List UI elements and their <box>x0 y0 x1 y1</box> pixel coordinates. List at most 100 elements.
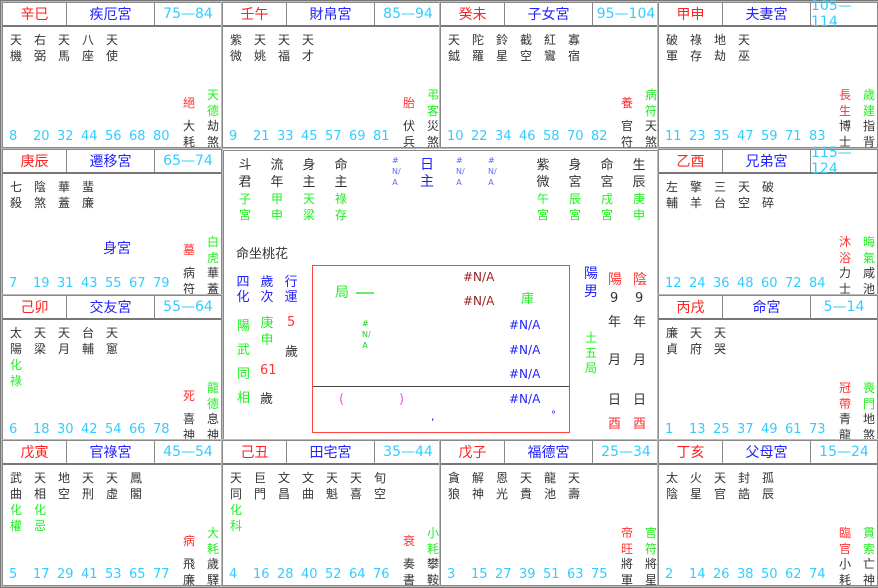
minor-limit-age: 28 <box>277 567 294 582</box>
star: 祿存 <box>689 33 702 63</box>
minor-limit-age: 65 <box>129 567 146 582</box>
info-value: 甲申 <box>270 192 283 222</box>
spirit-star: 晦氣 <box>862 235 875 265</box>
star: 天相 <box>33 471 46 501</box>
palace-stem: 辛巳 <box>3 3 67 25</box>
star: 天刑 <box>81 471 94 501</box>
star: 紫微 <box>229 33 242 63</box>
star: 天使 <box>105 33 118 63</box>
info-value: 祿存 <box>334 192 347 222</box>
star: 天巫 <box>737 33 750 63</box>
minor-limit-age: 43 <box>81 276 98 291</box>
minor-limit-age: 23 <box>689 129 706 144</box>
star: 天府 <box>689 326 702 356</box>
minor-limit-age: 36 <box>713 276 730 291</box>
star-transform: 化忌 <box>33 503 46 533</box>
minor-limit-age: 50 <box>761 567 778 582</box>
star: 八座 <box>81 33 94 63</box>
minor-limit-age: 11 <box>665 129 682 144</box>
minor-limit-age: 63 <box>567 567 584 582</box>
calendar-hour: 酉 <box>608 417 622 432</box>
minor-limit-age: 69 <box>349 129 366 144</box>
star: 天機 <box>9 33 22 63</box>
minor-limit-age: 26 <box>713 567 730 582</box>
star: 華蓋 <box>57 180 70 210</box>
star: 巨門 <box>253 471 266 501</box>
minor-limit-age: 84 <box>809 276 826 291</box>
calendar-hour: 酉 <box>633 417 647 432</box>
spirit-star: 白虎 <box>206 235 219 265</box>
calendar-ri: 日 <box>633 393 647 408</box>
changsheng-stage: 病 <box>182 534 195 548</box>
star: 龍池 <box>543 471 556 501</box>
start-age: 5 <box>287 315 296 330</box>
na-value: #N/A <box>509 392 541 406</box>
minor-limit-age: 18 <box>33 422 50 437</box>
minor-limit-age: 12 <box>665 276 682 291</box>
info-label: 身主 <box>302 158 316 190</box>
minor-limit-age: 2 <box>665 567 674 582</box>
minor-limit-age: 13 <box>689 422 706 437</box>
minor-limit-age: 19 <box>33 276 50 291</box>
star: 天才 <box>301 33 314 63</box>
divider <box>313 386 569 387</box>
star: 天鉞 <box>447 33 460 63</box>
palace-age-range: 75—84 <box>163 6 213 22</box>
star: 陰煞 <box>33 180 46 210</box>
star: 天月 <box>57 326 70 356</box>
calendar-yue: 月 <box>608 353 622 368</box>
spirit-star: 貫索 <box>862 526 875 556</box>
spirit-star: 病符 <box>644 88 657 118</box>
star: 截空 <box>519 33 532 63</box>
minor-limit-age: 21 <box>253 129 270 144</box>
minor-limit-age: 73 <box>809 422 826 437</box>
palace-age-range: 35—44 <box>383 444 433 460</box>
spirit-star: 官符 <box>644 526 657 556</box>
minor-limit-age: 80 <box>153 129 170 144</box>
palace-stem: 乙酉 <box>659 150 723 172</box>
palace-name: 子女宮 <box>505 3 593 25</box>
boshi-star: 將軍 <box>620 557 633 587</box>
minor-limit-age: 77 <box>153 567 170 582</box>
minor-limit-age: 46 <box>519 129 536 144</box>
paren-open: ( <box>339 392 345 407</box>
minor-limit-age: 31 <box>57 276 74 291</box>
minor-limit-age: 17 <box>33 567 50 582</box>
peach-blossom-note: 命坐桃花 <box>236 247 289 262</box>
minor-limit-age: 78 <box>153 422 170 437</box>
star: 孤辰 <box>761 471 774 501</box>
star-transform: 化祿 <box>9 358 22 388</box>
suijian-star: 歲驛 <box>206 557 219 587</box>
info-label: 斗君 <box>238 158 252 190</box>
minor-limit-age: 32 <box>57 129 74 144</box>
gender: 陽男 <box>584 266 598 300</box>
boshi-star: 伏兵 <box>402 119 415 149</box>
star: 寡宿 <box>567 33 580 63</box>
info-value: 庚申 <box>632 192 645 222</box>
xingyun-label: 行運 <box>284 275 298 305</box>
body-palace-mark: 身宮 <box>103 241 131 257</box>
suijian-star: 將星 <box>644 557 657 587</box>
comma: , <box>431 410 435 423</box>
sihua-star: 相 <box>237 391 251 406</box>
star: 封誥 <box>737 471 750 501</box>
palace-name: 財帛宮 <box>287 3 375 25</box>
star: 地劫 <box>713 33 726 63</box>
minor-limit-age: 30 <box>57 422 74 437</box>
